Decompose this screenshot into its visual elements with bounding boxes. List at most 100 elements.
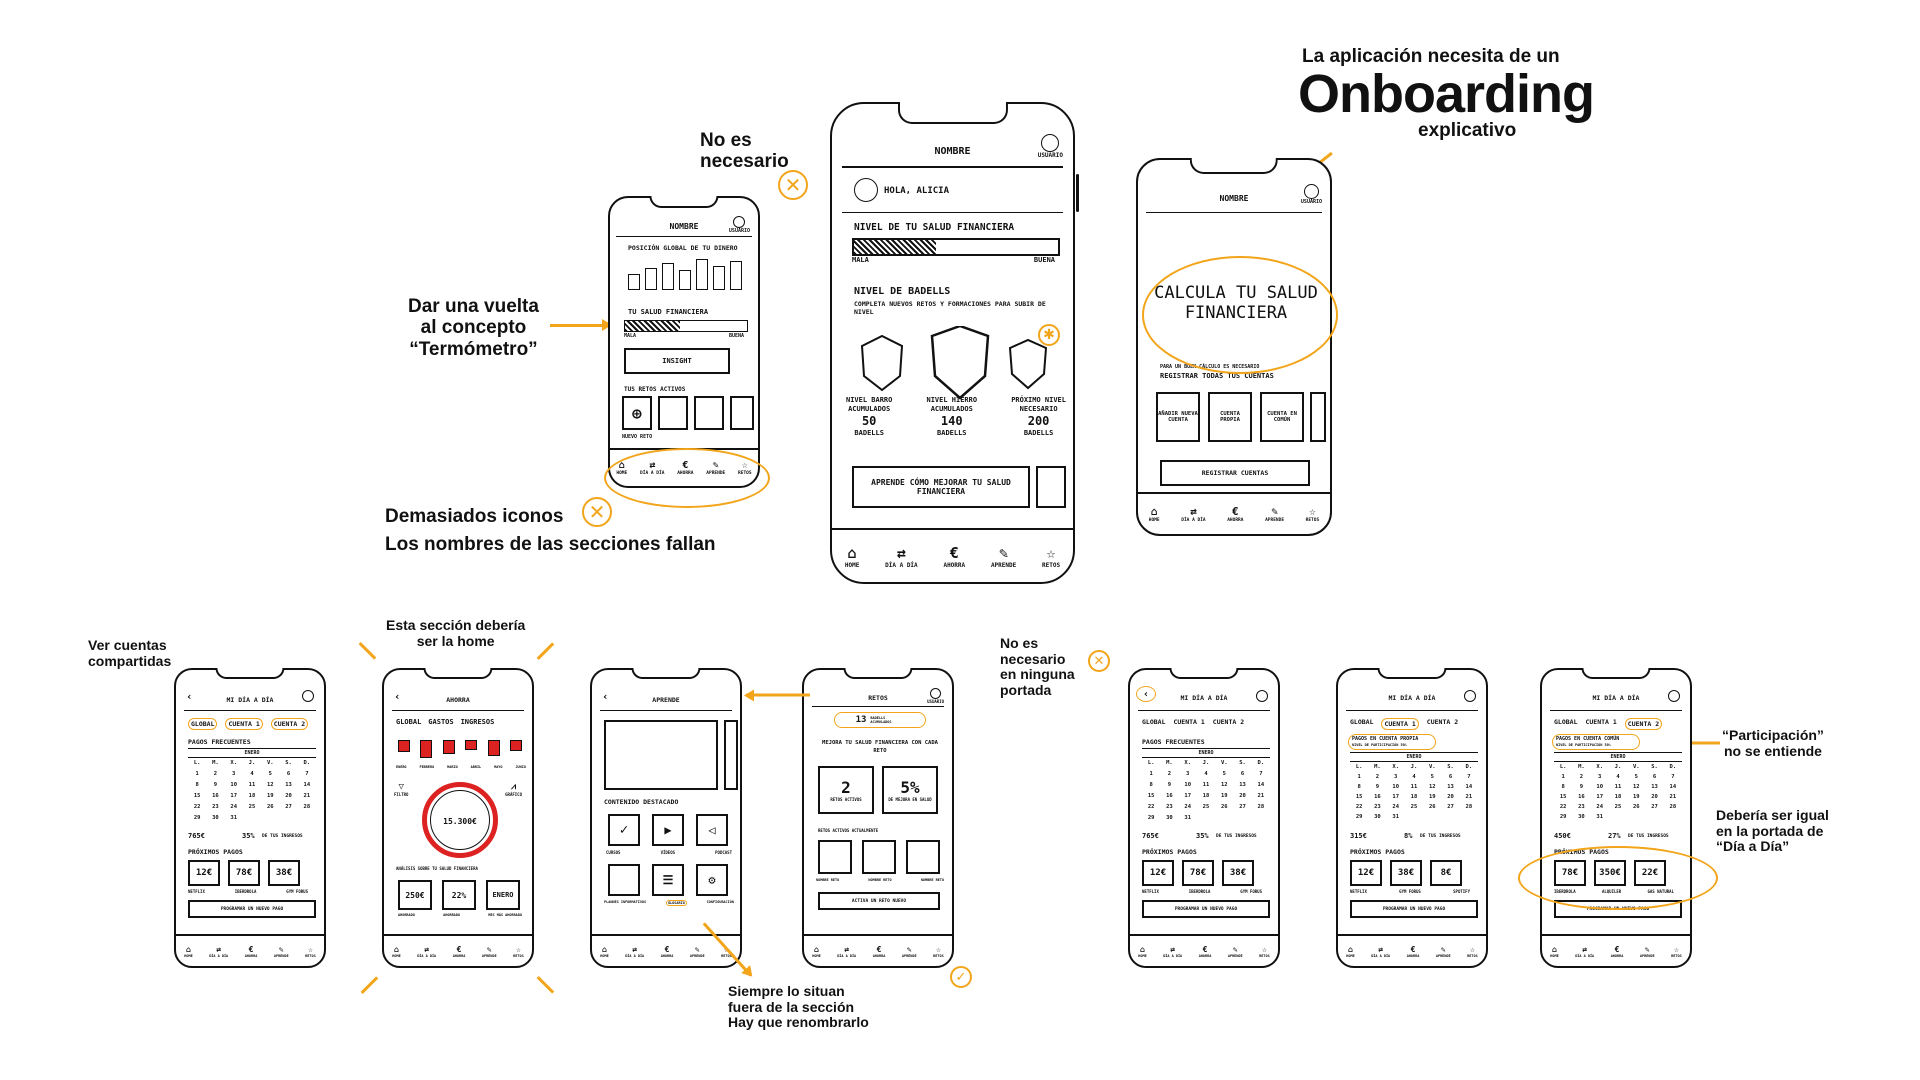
stat-card[interactable]: ENERO	[486, 880, 520, 910]
nav-ahorra[interactable]: €AHORRA	[1611, 945, 1624, 958]
nav-aprende[interactable]: ✎APRENDE	[274, 945, 289, 958]
nav-aprende[interactable]: ✎APRENDE	[1640, 945, 1655, 958]
nav-home[interactable]: ⌂HOME	[600, 945, 608, 958]
add-account-card[interactable]: AÑADIR NUEVA CUENTA	[1156, 392, 1200, 442]
reto-card[interactable]	[862, 840, 896, 874]
payment-card[interactable]: 12€	[188, 860, 220, 886]
back-button[interactable]: ‹	[186, 690, 193, 703]
filter-button[interactable]: ▽FILTRO	[394, 782, 409, 797]
payment-card[interactable]: 38€	[1222, 860, 1254, 886]
register-accounts-button[interactable]: REGISTRAR CUENTAS	[1160, 460, 1310, 486]
nav-dia[interactable]: ⇄DÍA A DÍA	[1575, 945, 1594, 958]
nav-home[interactable]: ⌂HOME	[1138, 945, 1146, 958]
month-selector[interactable]: ENERO	[188, 748, 316, 758]
program-payment-button[interactable]: PROGRAMAR UN NUEVO PAGO	[1350, 900, 1478, 918]
tab-gastos[interactable]: GASTOS	[428, 718, 454, 726]
nav-ahorra[interactable]: €AHORRA	[453, 945, 466, 958]
tab-cuenta-2[interactable]: CUENTA 2	[270, 718, 309, 730]
tab-cuenta-2[interactable]: CUENTA 2	[1426, 718, 1459, 726]
payment-card[interactable]: 12€	[1350, 860, 1382, 886]
nav-aprende[interactable]: ✎APRENDE	[902, 945, 917, 958]
nav-retos[interactable]: ☆RETOS	[1467, 945, 1478, 958]
nav-aprende[interactable]: ✎APRENDE	[1265, 505, 1284, 523]
payment-card[interactable]: 12€	[1142, 860, 1174, 886]
payment-card[interactable]: 8€	[1430, 860, 1462, 886]
payment-card[interactable]: 78€	[1182, 860, 1214, 886]
back-button[interactable]: ‹	[602, 690, 609, 703]
user-button[interactable]: USUARIO	[1301, 184, 1322, 205]
nav-ahorra[interactable]: €AHORRA	[245, 945, 258, 958]
tab-global[interactable]: GLOBAL	[1142, 718, 1166, 726]
info-plans-card[interactable]	[608, 864, 640, 896]
tab-cuenta-1[interactable]: CUENTA 1	[225, 718, 263, 730]
podcast-card[interactable]: ◁	[696, 814, 728, 846]
nav-ahorra[interactable]: €AHORRA	[873, 945, 886, 958]
improvement-card[interactable]: 5%DE MEJORA EN SALUD	[882, 766, 938, 814]
add-reto-button[interactable]: ⊕	[622, 396, 652, 430]
nav-dia[interactable]: ⇄DÍA A DÍA	[885, 544, 918, 569]
nav-ahorra[interactable]: €AHORRA	[1407, 945, 1420, 958]
user-icon[interactable]	[1464, 690, 1476, 702]
user-button[interactable]: USUARIO	[729, 216, 750, 234]
program-payment-button[interactable]: PROGRAMAR UN NUEVO PAGO	[188, 900, 316, 918]
user-button[interactable]: USUARIO	[927, 688, 944, 704]
nav-home[interactable]: ⌂HOME	[1346, 945, 1354, 958]
stat-card[interactable]: 250€	[398, 880, 432, 910]
user-button[interactable]: USUARIO	[1038, 134, 1063, 159]
tab-cuenta-2[interactable]: CUENTA 2	[1212, 718, 1245, 726]
nav-home[interactable]: ⌂HOME	[184, 945, 192, 958]
nav-retos[interactable]: ☆RETOS	[1306, 505, 1320, 523]
learn-button[interactable]: APRENDE CÓMO MEJORAR TU SALUD FINANCIERA	[852, 466, 1030, 508]
nav-aprende[interactable]: ✎APRENDE	[690, 945, 705, 958]
nav-home[interactable]: ⌂HOME	[845, 544, 859, 569]
reto-card[interactable]	[818, 840, 852, 874]
reto-card[interactable]	[694, 396, 724, 430]
tab-global[interactable]: GLOBAL	[188, 718, 218, 730]
tab-cuenta-1[interactable]: CUENTA 1	[1381, 718, 1419, 730]
settings-card[interactable]: ⚙	[696, 864, 728, 896]
month-selector[interactable]: ENERO	[1350, 752, 1478, 762]
nav-aprende[interactable]: ✎APRENDE	[482, 945, 497, 958]
nav-ahorra[interactable]: €AHORRA	[1227, 505, 1243, 523]
nav-retos[interactable]: ☆RETOS	[1671, 945, 1682, 958]
month-selector[interactable]: ENERO	[1554, 752, 1682, 762]
nav-retos[interactable]: ☆RETOS	[513, 945, 524, 958]
back-button[interactable]: ‹	[1136, 686, 1156, 702]
tab-global[interactable]: GLOBAL	[1350, 718, 1374, 726]
reto-card[interactable]	[730, 396, 754, 430]
nav-dia[interactable]: ⇄DÍA A DÍA	[837, 945, 856, 958]
nav-aprende[interactable]: ✎APRENDE	[991, 544, 1016, 569]
payment-card[interactable]: 38€	[1390, 860, 1422, 886]
own-account-card[interactable]: CUENTA PROPIA	[1208, 392, 1252, 442]
nav-home[interactable]: ⌂HOME	[1149, 505, 1160, 523]
nav-retos[interactable]: ☆RETOS	[1259, 945, 1270, 958]
program-payment-button[interactable]: PROGRAMAR UN NUEVO PAGO	[1142, 900, 1270, 918]
insight-button[interactable]: INSIGHT	[624, 348, 730, 374]
learn-card-partial[interactable]	[1036, 466, 1066, 508]
nav-dia[interactable]: ⇄DÍA A DÍA	[1371, 945, 1390, 958]
shared-account-card[interactable]: CUENTA EN COMÚN	[1260, 392, 1304, 442]
nav-ahorra[interactable]: €AHORRA	[661, 945, 674, 958]
nav-retos[interactable]: ☆RETOS	[933, 945, 944, 958]
tab-global[interactable]: GLOBAL	[396, 718, 422, 726]
tab-cuenta-2[interactable]: CUENTA 2	[1624, 718, 1663, 730]
reto-card[interactable]	[658, 396, 688, 430]
user-icon[interactable]	[1256, 690, 1268, 702]
videos-card[interactable]: ▶	[652, 814, 684, 846]
graph-button[interactable]: ⩘GRÁFICO	[505, 782, 522, 797]
nav-ahorra[interactable]: €AHORRA	[1199, 945, 1212, 958]
user-icon[interactable]	[1668, 690, 1680, 702]
nav-dia[interactable]: ⇄DÍA A DÍA	[209, 945, 228, 958]
nav-home[interactable]: ⌂HOME	[392, 945, 400, 958]
nav-aprende[interactable]: ✎APRENDE	[1436, 945, 1451, 958]
tab-cuenta-1[interactable]: CUENTA 1	[1585, 718, 1617, 726]
nav-dia[interactable]: ⇄DÍA A DÍA	[417, 945, 436, 958]
nav-retos[interactable]: ☆RETOS	[305, 945, 316, 958]
nav-dia[interactable]: ⇄DÍA A DÍA	[1181, 505, 1205, 523]
tab-cuenta-1[interactable]: CUENTA 1	[1173, 718, 1205, 726]
tab-ingresos[interactable]: INGRESOS	[460, 718, 495, 726]
nav-retos[interactable]: ☆RETOS	[1042, 544, 1060, 569]
activate-challenge-button[interactable]: ACTIVA UN RETO NUEVO	[818, 892, 940, 910]
payment-card[interactable]: 78€	[228, 860, 260, 886]
